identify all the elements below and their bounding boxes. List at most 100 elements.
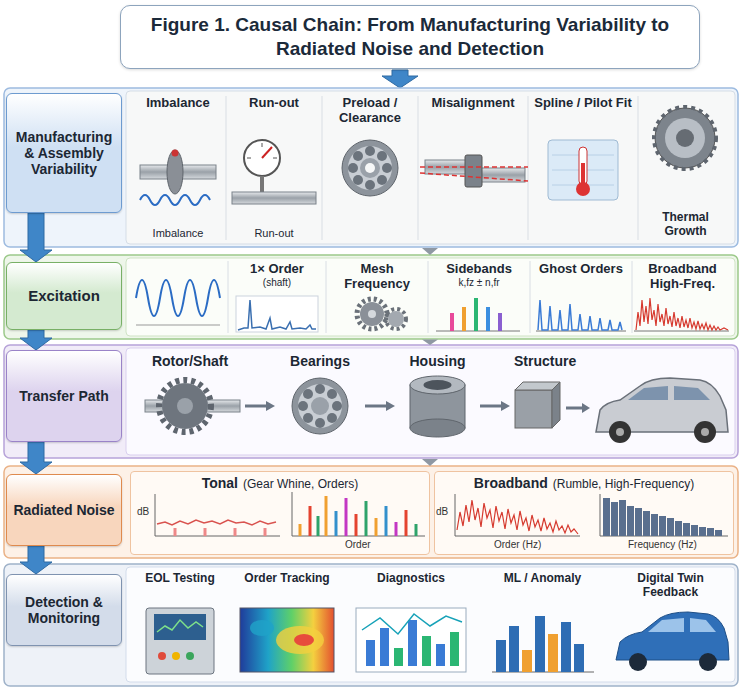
housing-icon — [410, 376, 465, 394]
item-cell: Sidebandsk,fz ± n,fr — [428, 259, 530, 335]
stage-band — [4, 564, 738, 686]
node-heading: Radiated Noise — [13, 502, 114, 518]
content-panel — [130, 471, 430, 555]
test-bench-icon — [157, 620, 203, 632]
cell-divider — [228, 261, 229, 333]
diagnostics-chart-icon — [422, 636, 431, 666]
imbalance-icon — [140, 150, 216, 206]
imbalance-icon — [140, 195, 210, 205]
spectrum-bars-chart — [600, 494, 728, 536]
bearing-icon — [342, 140, 398, 196]
node-heading: Run-out — [249, 96, 299, 111]
ml-bar-icon — [574, 644, 584, 672]
rotor-icon — [162, 383, 208, 429]
car-icon — [628, 386, 668, 400]
runout-gauge-icon — [232, 140, 316, 204]
cell-divider — [632, 261, 633, 333]
tonal-order-chart — [375, 518, 378, 536]
tonal-order-chart — [317, 516, 320, 536]
thermal-part-icon — [665, 118, 705, 158]
flow-marker — [422, 340, 438, 346]
tonal-order-chart — [309, 506, 312, 536]
diagnostics-chart-icon — [436, 644, 445, 666]
noise-panel: Tonal (Gear Whine, Orders) — [130, 471, 430, 555]
spectrum-bars-chart — [619, 500, 626, 536]
stage-box: Radiated Noise — [6, 474, 122, 546]
spectrum-bars-chart — [699, 527, 706, 536]
ghost-order-chart — [536, 300, 626, 331]
pointer-arrow — [582, 403, 590, 413]
thermal-part-icon — [654, 107, 716, 169]
title: Figure 1. Causal Chain: From Manufacturi… — [133, 13, 687, 61]
tonal-level-chart — [204, 528, 207, 536]
order-chart — [236, 296, 318, 332]
ml-bar-icon — [509, 626, 519, 672]
arrow-head — [386, 401, 395, 411]
tonal-order-chart — [292, 492, 425, 536]
ghost-order-chart — [538, 300, 622, 330]
item-cell: Misalignment — [418, 93, 528, 243]
arrow-line — [480, 405, 502, 408]
node-heading: Tonal — [202, 475, 238, 491]
spectrum-bars-chart — [675, 521, 682, 536]
digital-twin-car-icon — [629, 653, 647, 671]
node-heading: Preload / Clearance — [325, 96, 415, 126]
diagnostics-chart-icon — [366, 640, 375, 666]
bearing-icon — [365, 163, 375, 173]
car-icon — [694, 421, 716, 443]
bearing-icon — [292, 378, 348, 434]
tonal-order-chart — [395, 522, 398, 536]
bearing-icon — [311, 397, 329, 415]
cell-divider — [226, 96, 638, 333]
item-cell: Broadband High-Freq. — [632, 259, 733, 335]
node-heading: Imbalance — [146, 96, 210, 111]
node-heading: Thermal Growth — [641, 211, 730, 239]
diagnostics-chart-icon — [356, 608, 466, 672]
node-heading: Diagnostics — [377, 572, 445, 586]
order-map-icon — [240, 608, 334, 672]
node-subtext: (Gear Whine, Orders) — [243, 478, 358, 492]
flow-arrow — [20, 330, 52, 350]
car-icon — [701, 428, 709, 436]
ml-bar-icon — [561, 622, 571, 672]
item-cell: Digital Twin Feedback — [608, 569, 733, 679]
bearing-icon — [298, 384, 342, 428]
misalignment-icon — [420, 155, 528, 187]
tonal-level-chart — [174, 528, 177, 536]
tonal-order-chart — [385, 506, 388, 536]
flow-arrow — [365, 401, 395, 411]
item-cell: Preload / Clearance — [322, 93, 418, 243]
bearing-icon — [365, 180, 375, 190]
order-map-icon — [294, 634, 314, 646]
axis-label: Order — [345, 539, 371, 550]
digital-twin-car-icon — [648, 618, 684, 632]
stage-box: Transfer Path — [6, 350, 122, 442]
node-heading: Ghost Orders — [539, 262, 623, 277]
axis-label: dB — [137, 506, 149, 517]
runout-gauge-icon — [262, 147, 272, 158]
cell-divider — [322, 96, 323, 240]
stage-band — [4, 345, 738, 458]
tonal-order-chart — [292, 492, 425, 536]
node-heading: ML / Anomaly — [504, 572, 581, 586]
node-heading: Structure — [514, 353, 576, 369]
stage-arrow — [20, 330, 52, 350]
axis-label: dB — [436, 506, 448, 517]
bearing-icon — [353, 175, 363, 185]
order-map-icon — [240, 608, 334, 672]
stage-arrow — [20, 213, 52, 262]
runout-gauge-icon — [273, 158, 277, 159]
fit-card-icon — [576, 182, 590, 196]
node-heading: Digital Twin Feedback — [611, 572, 730, 600]
pointer-arrow — [566, 403, 590, 413]
node-heading: Bearings — [290, 353, 350, 369]
node-subtext: (shaft) — [263, 277, 291, 289]
spectrum-bars-chart — [707, 528, 714, 536]
digital-twin-car-icon — [690, 618, 716, 632]
node-heading: Housing — [410, 353, 466, 369]
housing-icon — [410, 376, 465, 437]
sideband-chart — [462, 307, 466, 331]
item-cell: Bearings — [275, 350, 365, 454]
test-bench-icon — [172, 652, 180, 660]
rotor-icon — [145, 380, 240, 432]
